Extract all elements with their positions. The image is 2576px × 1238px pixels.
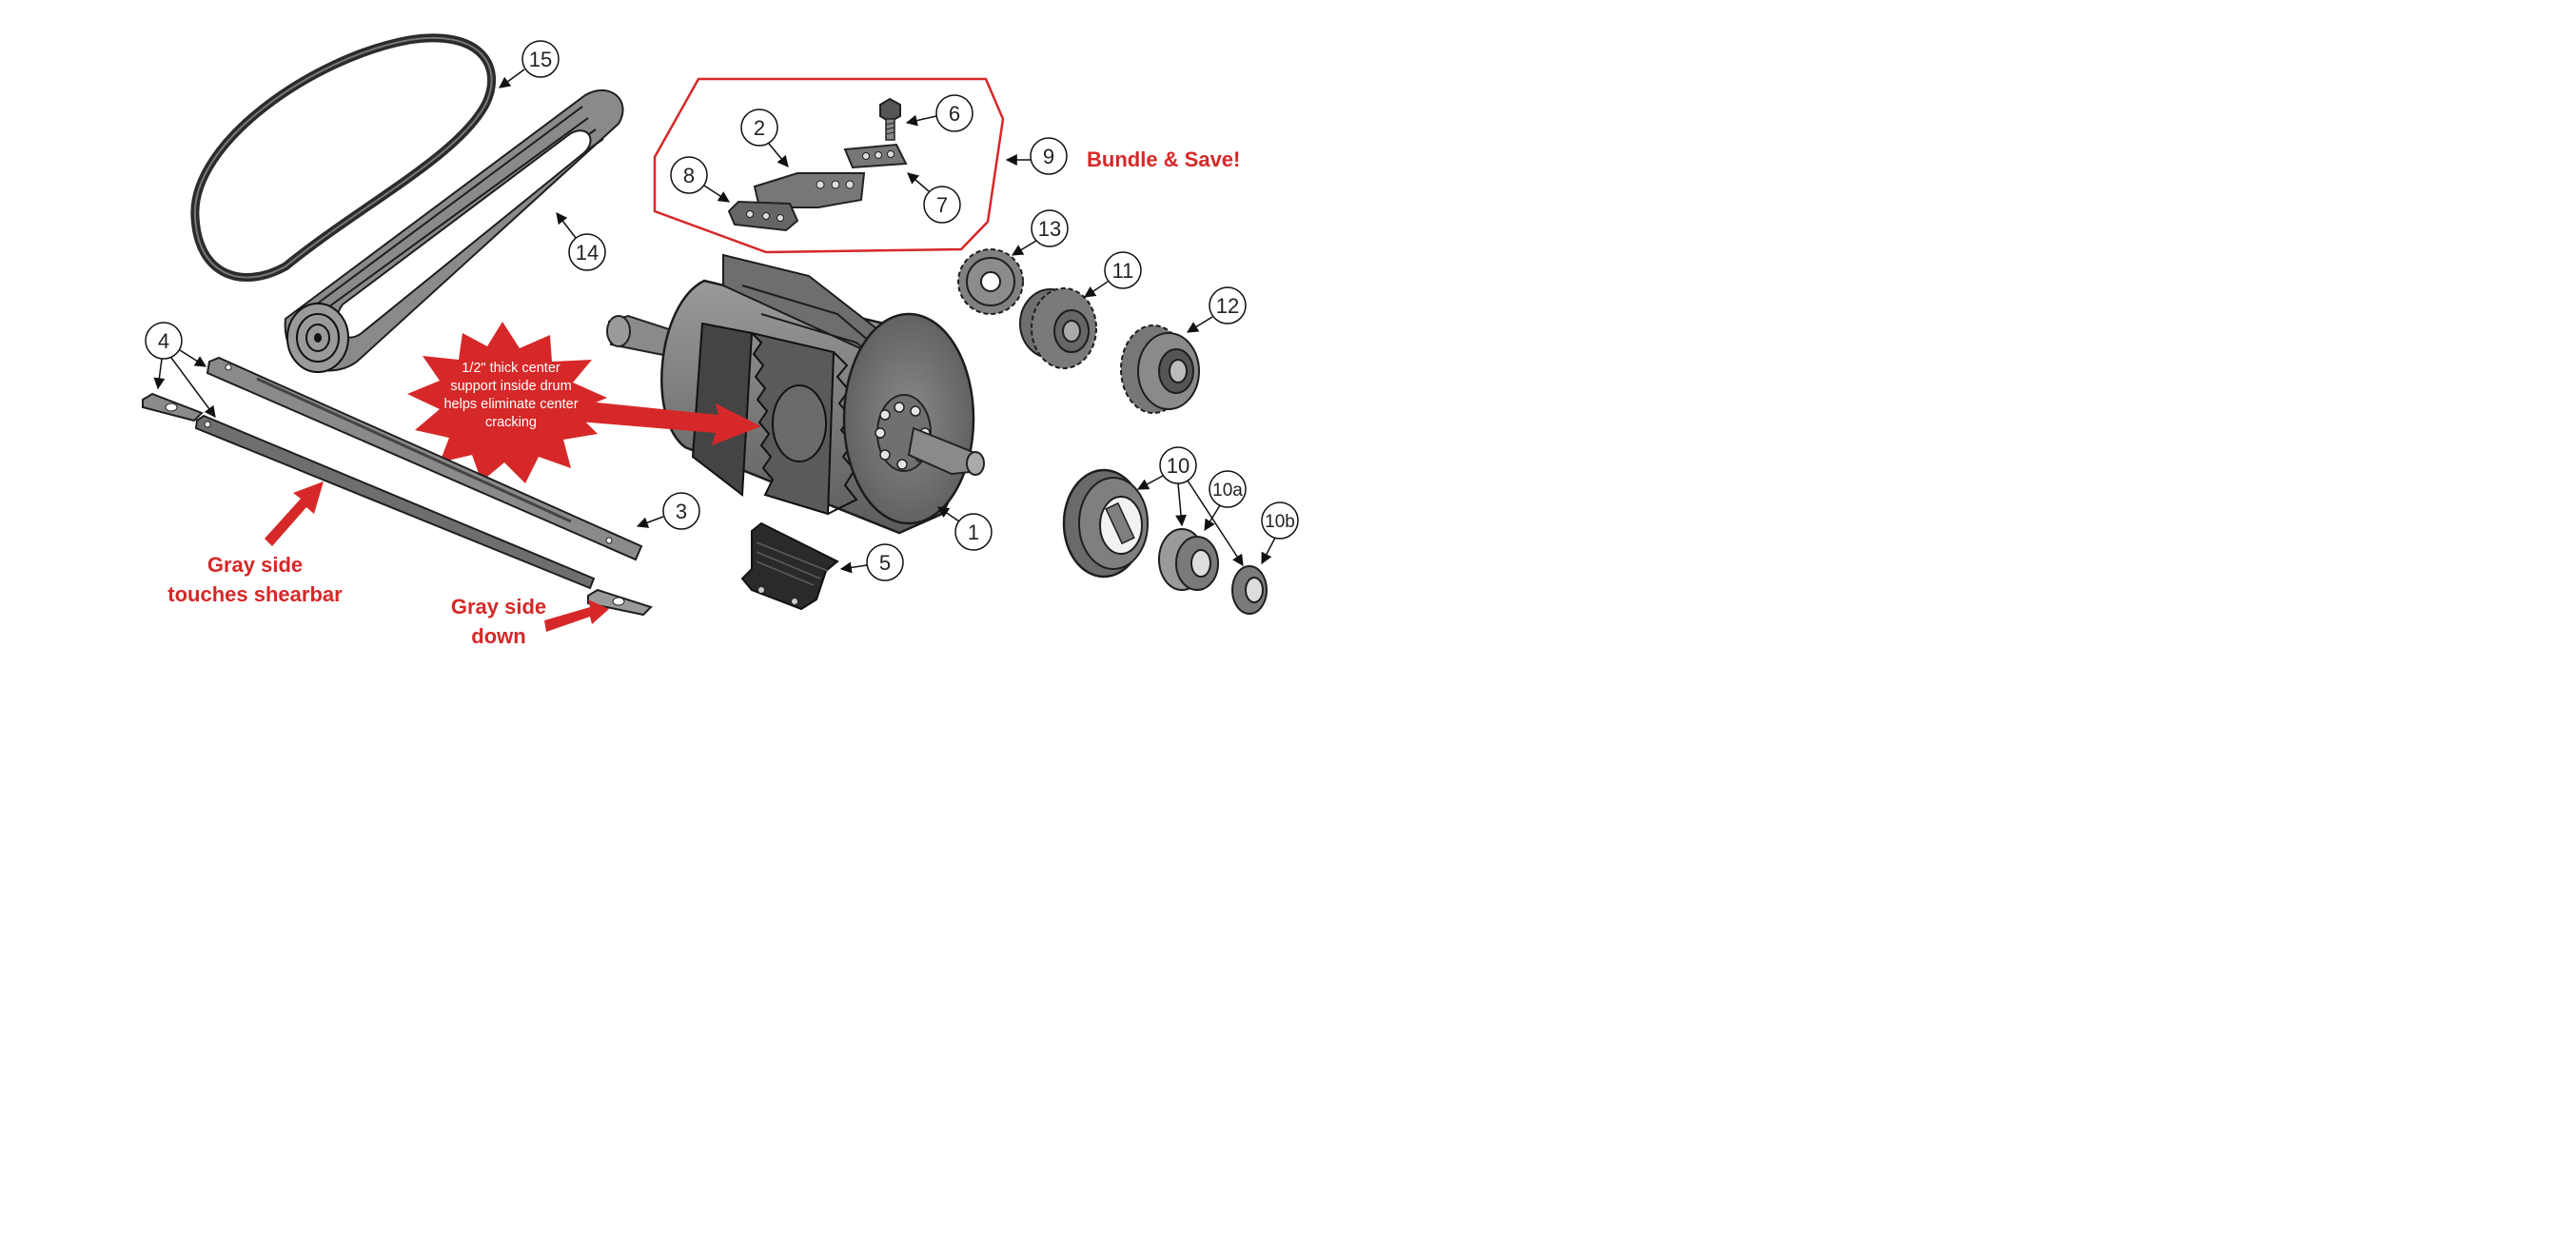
svg-text:10b: 10b: [1265, 512, 1295, 532]
callout-8: 8: [670, 156, 731, 203]
part-6-bolt: [879, 97, 901, 141]
part-11-sprocket-hub: [1019, 287, 1097, 369]
bundle-note: Bundle & Save!: [1087, 147, 1241, 171]
callout-3: 3: [636, 492, 700, 530]
gray-down-note-line1: Gray side: [450, 595, 547, 619]
shearbar-note-line2: touches shearbar: [167, 582, 343, 606]
svg-text:10a: 10a: [1212, 481, 1243, 501]
part-4-plate-left: [142, 392, 204, 422]
svg-text:2: 2: [754, 116, 765, 140]
burst-note-line4: cracking: [485, 415, 537, 430]
part-8-clamp: [727, 200, 799, 232]
part-4-wear-bar: [194, 414, 596, 590]
svg-text:9: 9: [1043, 145, 1054, 168]
svg-text:11: 11: [1112, 259, 1134, 283]
callout-12: 12: [1186, 286, 1247, 333]
part-15-v-belt: [190, 33, 497, 283]
part-12-sprocket-hub: [1120, 324, 1200, 414]
part-1-drum: [606, 253, 985, 535]
part-5-bracket: [740, 521, 839, 611]
exploded-parts-diagram: 15 14 2 8 6 7 9 13 11: [142, 33, 1299, 632]
burst-note-line1: 1/2" thick center: [462, 361, 560, 376]
svg-text:4: 4: [158, 329, 169, 353]
svg-text:8: 8: [683, 164, 695, 187]
svg-text:15: 15: [529, 48, 552, 71]
shearbar-note: Gray side touches shearbar: [160, 550, 350, 609]
svg-text:13: 13: [1038, 217, 1061, 241]
svg-text:6: 6: [949, 102, 960, 126]
svg-text:7: 7: [936, 193, 948, 217]
callout-1: 1: [937, 506, 993, 551]
starburst: [407, 322, 607, 483]
svg-text:10: 10: [1167, 454, 1190, 478]
bundle-outline: [653, 77, 1005, 254]
burst-note: 1/2" thick center support inside drum he…: [421, 360, 601, 432]
down-note-arrow: [544, 599, 609, 632]
callout-6: 6: [905, 94, 973, 132]
callout-2: 2: [740, 108, 789, 167]
callout-5: 5: [839, 543, 904, 581]
svg-text:5: 5: [879, 551, 891, 575]
callout-11: 11: [1084, 251, 1142, 298]
shearbar-note-arrow: [265, 481, 324, 546]
svg-text:12: 12: [1216, 294, 1239, 318]
burst-arrow: [567, 400, 761, 445]
gray-down-note-line2: down: [471, 624, 526, 648]
svg-text:1: 1: [968, 521, 979, 544]
callout-14: 14: [556, 212, 606, 271]
part-10b-collar: [1231, 565, 1268, 615]
part-3-shearbar: [206, 356, 643, 561]
gray-down-note: Gray side down: [442, 592, 556, 651]
shearbar-note-line1: Gray side: [206, 553, 304, 577]
callout-10a: 10a: [1204, 470, 1247, 532]
callout-4: 4: [145, 322, 216, 418]
burst-note-line3: helps eliminate center: [443, 397, 579, 412]
callout-10b: 10b: [1261, 501, 1299, 565]
callout-15: 15: [499, 40, 560, 88]
svg-text:3: 3: [676, 500, 687, 523]
part-13-sprocket: [957, 248, 1024, 315]
part-10-clutch-hub: [1062, 468, 1149, 579]
svg-text:14: 14: [576, 241, 599, 265]
callout-13: 13: [1011, 209, 1069, 256]
part-14-banded-belt: [284, 88, 624, 373]
callout-9: 9: [1005, 137, 1068, 175]
callout-7: 7: [907, 172, 961, 224]
part-7-plate: [843, 143, 908, 169]
burst-note-line2: support inside drum: [450, 379, 572, 394]
part-10a-bushing: [1158, 528, 1219, 591]
callout-10: 10: [1136, 446, 1244, 567]
part-4-plate-right: [587, 588, 653, 617]
